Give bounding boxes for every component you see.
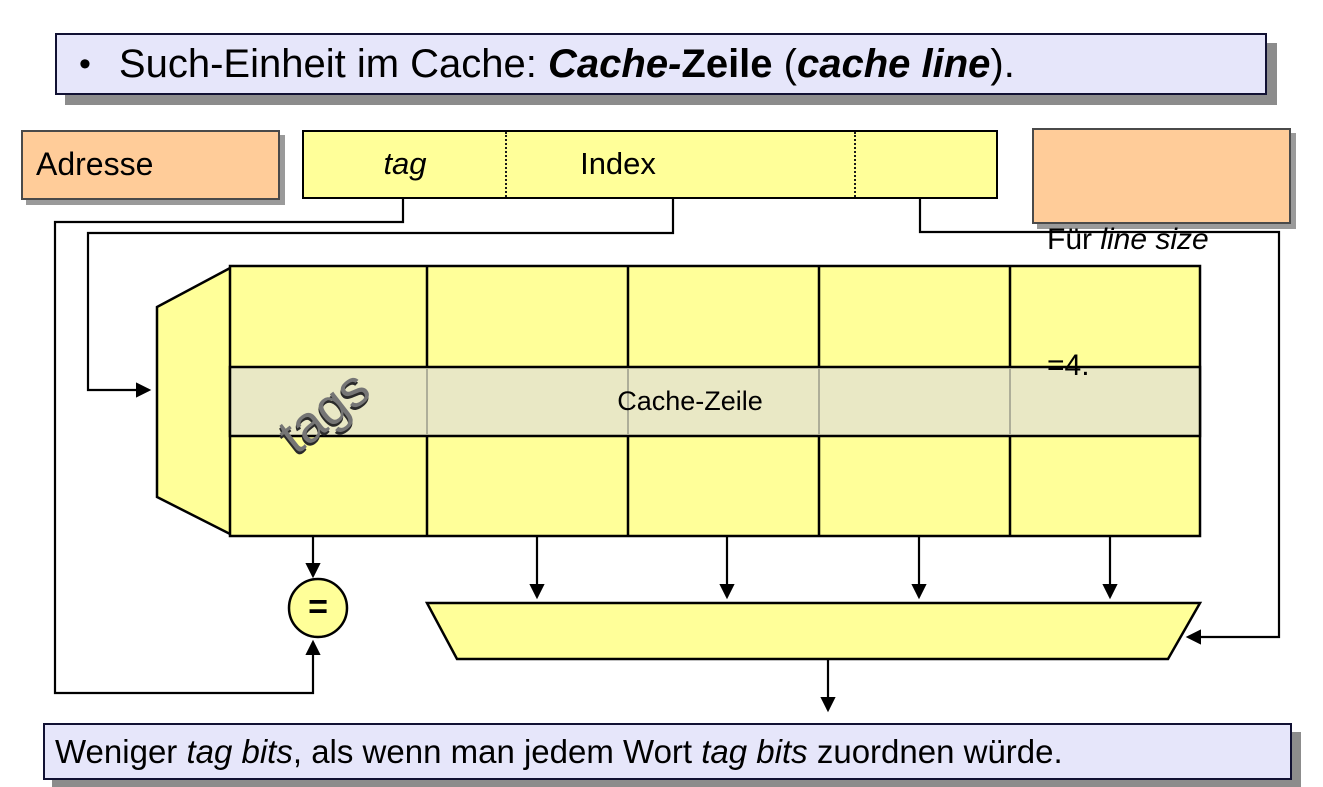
mux-shape	[424, 601, 1203, 661]
bullet-icon: •	[79, 44, 91, 83]
field-separator-index-offset	[854, 132, 856, 197]
address-label-box: Adresse	[21, 130, 280, 200]
comparator-equals-label: =	[308, 588, 328, 626]
field-tag-label: tag	[383, 146, 427, 181]
wire-offset-to-mux	[918, 198, 1281, 645]
note-line-2: =4.	[1047, 349, 1090, 382]
field-separator-tag-index	[505, 132, 507, 197]
cache-line-row-label: Cache-Zeile	[617, 386, 763, 416]
field-index-label: Index	[580, 146, 656, 181]
address-field-box: tag Index	[302, 130, 998, 199]
comparator-circle-shape	[287, 577, 349, 639]
title-text: Such-Einheit im Cache: Cache-Zeile (cach…	[118, 41, 1015, 86]
footer-text: Weniger tag bits, als wenn man jedem Wor…	[55, 732, 1063, 770]
footer-banner: Weniger tag bits, als wenn man jedem Wor…	[43, 723, 1292, 780]
wire-index-to-cache	[86, 198, 675, 398]
address-label: Adresse	[36, 146, 154, 182]
note-line-1: Für line size	[1047, 223, 1209, 256]
cache-line-row-dividers	[426, 369, 1011, 434]
line-size-note-box: Für line size =4.	[1032, 128, 1291, 382]
cache-line-row-highlight	[228, 365, 1202, 438]
tag-compare-funnel-shape	[155, 264, 234, 538]
title-banner: • Such-Einheit im Cache: Cache-Zeile (ca…	[55, 33, 1267, 95]
wire-tag-to-comparator	[53, 198, 405, 695]
